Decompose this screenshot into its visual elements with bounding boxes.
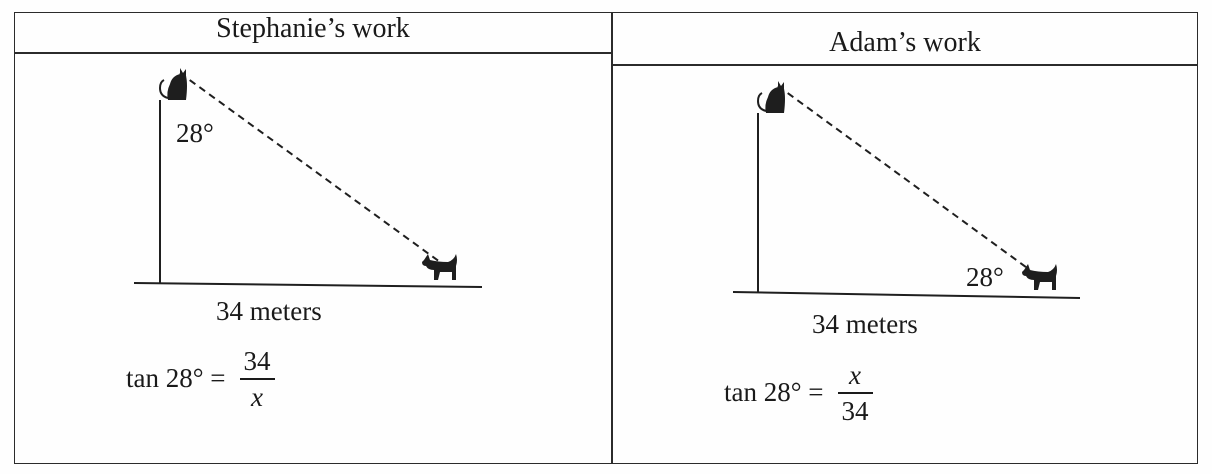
comparison-table	[14, 12, 1198, 464]
adam-sightline	[777, 85, 1031, 271]
stephanie-fraction-bar	[239, 378, 275, 380]
adam-cat-icon	[756, 81, 785, 113]
stephanie-sightline	[179, 72, 441, 263]
stephanie-denominator: x	[251, 381, 263, 412]
adam-dog-icon	[1022, 264, 1057, 290]
stephanie-numerator: 34	[243, 346, 271, 376]
adam-distance-label: 34 meters	[812, 309, 918, 339]
adam-equation: tan 28° = x 34	[724, 358, 873, 428]
adam-header: Adam’s work	[829, 27, 981, 58]
stephanie-cat-icon	[158, 68, 187, 100]
header-divider-left	[14, 52, 612, 54]
stephanie-equation: tan 28° = 34 x	[126, 344, 275, 414]
stephanie-distance-label: 34 meters	[216, 296, 322, 326]
adam-diagram	[732, 81, 1081, 299]
adam-fraction-bar	[837, 392, 873, 394]
stephanie-header: Stephanie’s work	[216, 13, 410, 44]
stephanie-diagram	[133, 68, 483, 288]
adam-numerator: x	[849, 360, 861, 390]
stephanie-ground-line	[133, 282, 483, 288]
adam-angle-label: 28°	[966, 262, 1004, 292]
stephanie-fraction: 34 x	[239, 344, 275, 414]
stephanie-equation-lhs: tan 28° =	[126, 363, 226, 394]
stephanie-angle-label: 28°	[176, 118, 214, 148]
column-divider	[611, 12, 613, 464]
adam-equation-lhs: tan 28° =	[724, 377, 824, 408]
adam-fraction: x 34	[837, 358, 873, 428]
header-divider-right	[611, 64, 1198, 66]
adam-ground-line	[732, 291, 1081, 299]
stephanie-dog-icon	[422, 254, 457, 280]
adam-denominator: 34	[841, 395, 869, 426]
